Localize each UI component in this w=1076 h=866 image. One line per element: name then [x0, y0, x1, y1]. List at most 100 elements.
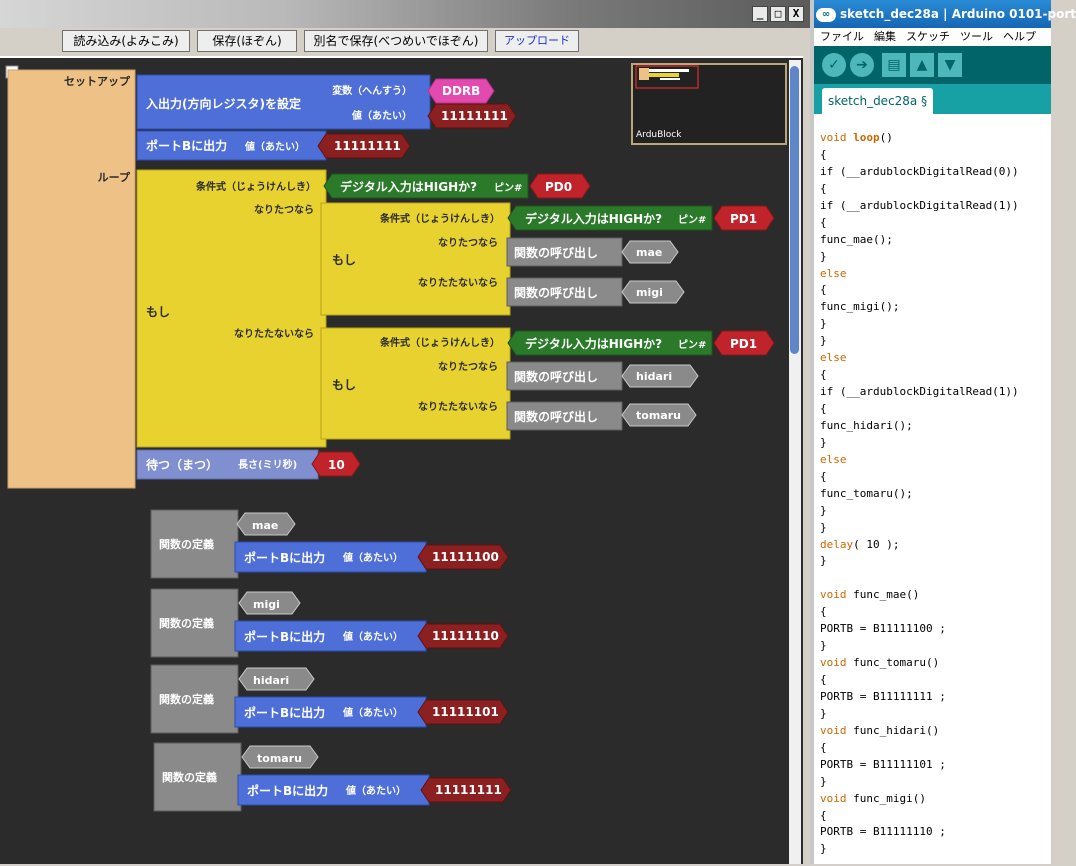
pinmode-label: 入出力(方向レジスタ)を設定: [146, 96, 301, 111]
new-sketch-icon[interactable]: ▤: [882, 53, 906, 77]
upload-icon[interactable]: ➔: [850, 53, 874, 77]
function-name-hidari[interactable]: [238, 667, 315, 691]
arduino-title-bar[interactable]: ∞sketch_dec28a | Arduino 0101-port: [814, 0, 1076, 28]
code-line: else: [820, 266, 847, 280]
code-line: if (__ardublockDigitalRead(1)): [820, 385, 1019, 399]
call-migi-block[interactable]: [506, 277, 623, 307]
loop-label: ループ: [98, 170, 131, 184]
workspace-scrollbar-thumb[interactable]: [790, 66, 799, 354]
function-tomaru-value[interactable]: [420, 777, 512, 803]
code-line: }: [820, 774, 827, 788]
code-line: {: [820, 740, 827, 754]
minimize-button[interactable]: _: [752, 6, 768, 22]
function-name-hidari-text: hidari: [253, 674, 289, 687]
inner1-else-label: なりたたないなら: [418, 277, 498, 289]
upload-button[interactable]: アップロード: [495, 30, 579, 52]
sketch-tab[interactable]: sketch_dec28a §: [822, 88, 934, 114]
open-sketch-icon[interactable]: ▲: [910, 53, 934, 77]
inner2-else-label: なりたたないなら: [418, 401, 498, 413]
function-mae-val-label: 値（あたい）: [342, 551, 403, 564]
wait-length-label: 長さ(ミリ秒): [238, 458, 297, 471]
code-line: }: [820, 317, 827, 331]
function-name-mae-text: mae: [252, 519, 278, 532]
call-mae-name[interactable]: [621, 240, 679, 264]
setup-port-output-block[interactable]: [136, 130, 327, 161]
code-line: {: [820, 283, 827, 297]
function-def-migi-label: 関数の定義: [159, 616, 214, 630]
menu-help[interactable]: ヘルプ: [1003, 30, 1036, 43]
call-tomaru-label: 関数の呼び出し: [514, 409, 598, 424]
wait-block[interactable]: [136, 449, 319, 480]
workspace-scrollbar[interactable]: [789, 60, 801, 864]
inner2-if-label: もし: [332, 378, 356, 392]
outer-if-block[interactable]: [136, 169, 327, 448]
code-line: {: [820, 368, 827, 382]
menu-sketch[interactable]: スケッチ: [906, 30, 950, 43]
outer-pin-label: ピン#: [494, 182, 522, 194]
menu-file[interactable]: ファイル: [820, 30, 864, 43]
code-line: }: [820, 639, 827, 653]
inner-if-block-1[interactable]: [320, 202, 511, 316]
call-migi-name-text: migi: [636, 286, 663, 299]
inner1-digital-read[interactable]: [507, 205, 713, 231]
function-hidari-value[interactable]: [417, 699, 509, 725]
minimap[interactable]: [631, 63, 787, 145]
function-hidari-port-block[interactable]: [234, 696, 427, 728]
call-tomaru-block[interactable]: [506, 401, 623, 431]
call-migi-name[interactable]: [621, 280, 685, 304]
inner-if-block-2[interactable]: [320, 327, 511, 440]
function-migi-value[interactable]: [417, 623, 509, 649]
pinmode-value[interactable]: [427, 103, 517, 129]
function-name-tomaru-text: tomaru: [257, 752, 302, 765]
block-workspace[interactable]: セットアップ ループ 入出力(方向レジスタ)を設定 変数（へんすう） 値（あたい…: [0, 56, 803, 864]
function-mae-port-block[interactable]: [234, 541, 427, 573]
menu-tools[interactable]: ツール: [960, 30, 993, 43]
wait-value[interactable]: [311, 451, 361, 477]
function-def-hidari-label: 関数の定義: [159, 692, 214, 706]
code-line: func_tomaru();: [820, 486, 913, 500]
function-def-mae[interactable]: [150, 509, 239, 579]
minimap-viewport[interactable]: [635, 65, 699, 89]
close-button[interactable]: X: [788, 6, 804, 22]
setup-port-value[interactable]: [317, 133, 411, 159]
function-name-mae[interactable]: [236, 512, 296, 536]
inner2-digital-read[interactable]: [507, 330, 713, 356]
inner2-pin-text: PD1: [730, 337, 757, 351]
function-name-tomaru[interactable]: [241, 745, 319, 769]
code-line: void func_hidari(): [820, 723, 940, 737]
verify-icon[interactable]: ✓: [822, 53, 846, 77]
pinmode-block[interactable]: [136, 74, 431, 130]
save-sketch-icon[interactable]: ▼: [938, 53, 962, 77]
ardublock-title-bar[interactable]: _ □ X: [0, 0, 810, 28]
save-as-button[interactable]: 別名で保存(べつめいでほぞん): [304, 30, 488, 52]
ddrb-variable[interactable]: [427, 78, 495, 104]
function-def-tomaru[interactable]: [153, 742, 242, 812]
code-editor[interactable]: void loop(){if (__ardublockDigitalRead(0…: [814, 114, 1051, 864]
code-line: {: [820, 808, 827, 822]
outer-digital-read[interactable]: [323, 173, 529, 199]
inner1-pin-value[interactable]: [713, 205, 775, 231]
call-tomaru-name[interactable]: [621, 403, 697, 427]
function-migi-port-block[interactable]: [234, 620, 427, 652]
function-tomaru-val-label: 値（あたい）: [345, 784, 406, 797]
function-mae-value[interactable]: [417, 544, 509, 570]
minimap-thumb-blocks-1: [649, 69, 689, 72]
function-tomaru-port-block[interactable]: [237, 774, 430, 806]
program-block[interactable]: [7, 69, 136, 489]
call-mae-block[interactable]: [506, 237, 623, 267]
save-button[interactable]: 保存(ほぞん): [197, 30, 297, 52]
inner2-then-label: なりたつなら: [438, 361, 498, 373]
function-name-migi[interactable]: [238, 591, 301, 615]
function-hidari-val-label: 値（あたい）: [342, 706, 403, 719]
inner1-pin-text: PD1: [730, 212, 757, 226]
call-hidari-block[interactable]: [506, 361, 623, 391]
outer-pin-value[interactable]: [529, 173, 591, 199]
call-hidari-name[interactable]: [621, 364, 699, 388]
setup-port-val-label: 値（あたい）: [244, 140, 305, 153]
maximize-button[interactable]: □: [770, 6, 786, 22]
function-def-hidari[interactable]: [150, 664, 239, 734]
function-def-migi[interactable]: [150, 588, 239, 658]
inner2-pin-value[interactable]: [713, 330, 775, 356]
load-button[interactable]: 読み込み(よみこみ): [62, 30, 190, 52]
menu-edit[interactable]: 編集: [874, 30, 896, 43]
